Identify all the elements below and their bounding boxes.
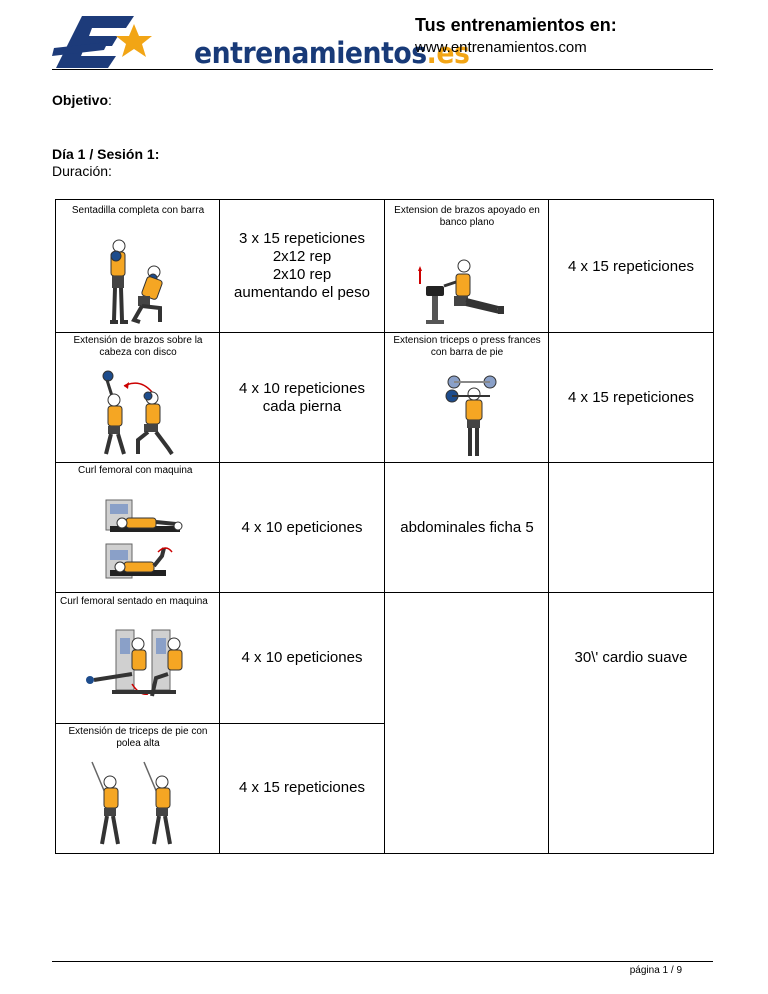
exercise-reps: 4 x 15 repeticiones (568, 389, 694, 406)
seated-leg-curl-illustration (86, 629, 183, 697)
logo-e-star-icon (52, 16, 152, 68)
exercise-reps: 4 x 15 repeticiones (568, 258, 694, 275)
header-divider (52, 69, 713, 70)
lunge-disc-illustration (102, 370, 174, 456)
objetivo-line: Objetivo: (52, 92, 112, 108)
exercise-label: Extensión de brazos sobre la cabeza con … (73, 335, 203, 358)
exercise-label: Curl femoral sentado en maquina (60, 596, 208, 607)
header-info: Tus entrenamientos en: www.entrenamiento… (415, 14, 617, 58)
brand-logo: entrenamientos.es (52, 14, 470, 70)
leg-curl-machine-illustration (105, 499, 183, 579)
exercise-reps: abdominales ficha 5 (400, 519, 534, 536)
page-number: página 1 / 9 (629, 965, 682, 976)
exercise-label: Extension de brazos apoyado en banco pla… (394, 205, 540, 228)
cable-pushdown-illustration (91, 761, 172, 845)
logo-wordmark: entrenamientos.es (194, 36, 470, 70)
exercise-reps: 4 x 15 repeticiones (239, 779, 365, 796)
footer-divider (52, 961, 713, 962)
squat-illustration (110, 239, 163, 324)
session-info: Día 1 / Sesión 1: Duración: (52, 146, 159, 180)
header-title: Tus entrenamientos en: (415, 15, 617, 35)
header-url[interactable]: www.entrenamientos.com (415, 39, 587, 56)
exercise-reps: 4 x 10 epeticiones (241, 649, 363, 666)
bench-extension-illustration (418, 259, 504, 324)
exercise-reps: 4 x 10 epeticiones (241, 519, 363, 536)
objetivo-label: Objetivo (52, 92, 109, 108)
exercise-reps: 30\' cardio suave (574, 649, 688, 666)
exercise-label: Curl femoral con maquina (78, 465, 193, 476)
exercise-label: Sentadilla completa con barra (71, 205, 205, 216)
session-duration: Duración: (52, 163, 112, 179)
exercise-label: Extension triceps o press frances con ba… (393, 335, 541, 358)
exercise-label: Extensión de triceps de pie con polea al… (68, 726, 208, 749)
session-title: Día 1 / Sesión 1: (52, 146, 160, 162)
exercise-table: Sentadilla completa con barra 3 x 15 rep… (55, 199, 714, 854)
triceps-barbell-illustration (445, 375, 497, 456)
